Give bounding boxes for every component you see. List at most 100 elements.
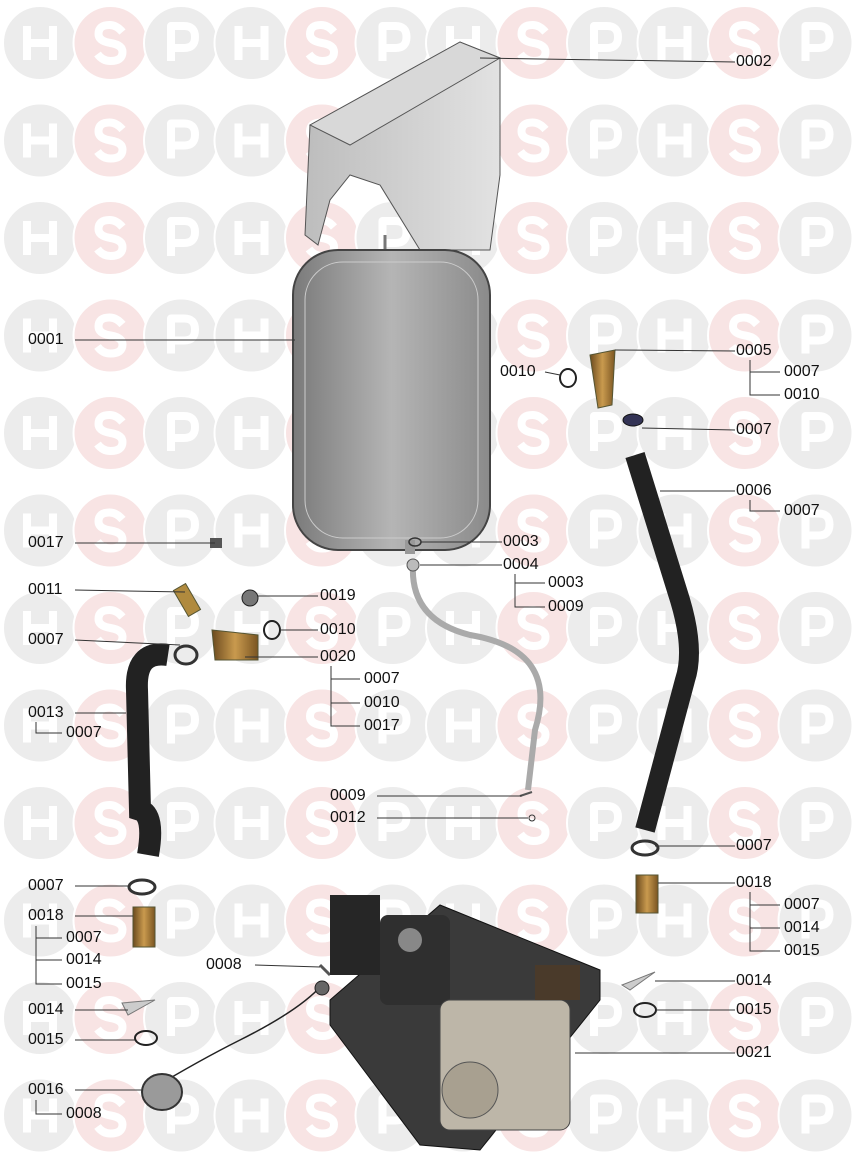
watermark-letter-glyph bbox=[167, 22, 199, 61]
expansion-vessel-part[interactable] bbox=[292, 235, 491, 554]
label-0014[interactable]: 0014 bbox=[28, 1001, 64, 1018]
watermark-letter-glyph bbox=[378, 704, 411, 744]
watermark-letter-glyph bbox=[657, 1098, 692, 1133]
label-0012[interactable]: 0012 bbox=[330, 809, 366, 826]
label-0019[interactable]: 0019 bbox=[320, 587, 356, 604]
watermark-badge bbox=[777, 5, 854, 81]
label-0010[interactable]: 0010 bbox=[320, 621, 356, 638]
watermark-letter-glyph bbox=[234, 806, 269, 840]
label-0008[interactable]: 0008 bbox=[66, 1105, 102, 1122]
label-0018[interactable]: 0018 bbox=[736, 874, 772, 891]
flexible-pipe-part[interactable] bbox=[409, 564, 544, 791]
label-0020[interactable]: 0020 bbox=[320, 648, 356, 665]
watermark-letter-glyph bbox=[94, 508, 127, 553]
label-0006[interactable]: 0006 bbox=[736, 482, 772, 499]
watermark-letter-glyph bbox=[167, 217, 199, 256]
watermark-letter-glyph bbox=[801, 119, 834, 159]
label-0005[interactable]: 0005 bbox=[736, 342, 772, 359]
watermark-letter-glyph bbox=[167, 119, 199, 159]
watermark-letter-glyph bbox=[728, 801, 761, 845]
watermark-letter-glyph bbox=[23, 221, 57, 255]
watermark-letter-glyph bbox=[801, 314, 834, 354]
watermark-letter-glyph bbox=[94, 606, 127, 650]
watermark-letter-glyph bbox=[801, 802, 834, 841]
watermark-letter-glyph bbox=[728, 703, 761, 748]
watermark-badge bbox=[707, 785, 783, 861]
label-0014[interactable]: 0014 bbox=[784, 919, 820, 936]
label-0009[interactable]: 0009 bbox=[330, 787, 366, 804]
watermark-letter-glyph bbox=[728, 606, 761, 650]
label-0015[interactable]: 0015 bbox=[736, 1001, 772, 1018]
watermark-badge bbox=[707, 590, 783, 666]
label-0007[interactable]: 0007 bbox=[736, 837, 772, 854]
watermark-letter-glyph bbox=[305, 703, 338, 748]
watermark-letter-glyph bbox=[94, 216, 127, 260]
watermark-badge bbox=[72, 200, 149, 276]
label-0007[interactable]: 0007 bbox=[66, 724, 102, 741]
watermark-badge bbox=[72, 492, 149, 569]
label-0016[interactable]: 0016 bbox=[28, 1081, 64, 1098]
label-0021[interactable]: 0021 bbox=[736, 1044, 772, 1061]
vessel-cover-part[interactable] bbox=[304, 41, 502, 251]
label-0011[interactable]: 0011 bbox=[28, 581, 63, 598]
watermark-letter-glyph bbox=[234, 903, 269, 938]
hose-left-part[interactable] bbox=[125, 643, 170, 857]
label-0010[interactable]: 0010 bbox=[500, 363, 536, 380]
watermark-badge bbox=[143, 980, 219, 1056]
watermark-badge bbox=[72, 5, 149, 81]
label-0009[interactable]: 0009 bbox=[548, 598, 584, 615]
elbow-fitting-part[interactable] bbox=[559, 349, 644, 427]
fittings-parts bbox=[121, 538, 660, 1046]
watermark-letter-glyph bbox=[728, 411, 761, 455]
watermark-letter-glyph bbox=[94, 898, 127, 943]
label-0008[interactable]: 0008 bbox=[206, 956, 242, 973]
label-0010[interactable]: 0010 bbox=[784, 386, 820, 403]
label-0004[interactable]: 0004 bbox=[503, 556, 539, 573]
label-0007[interactable]: 0007 bbox=[364, 670, 400, 687]
label-0017[interactable]: 0017 bbox=[364, 717, 400, 734]
watermark-badge bbox=[777, 200, 854, 276]
label-0018[interactable]: 0018 bbox=[28, 907, 64, 924]
label-0003[interactable]: 0003 bbox=[503, 533, 539, 550]
label-0015[interactable]: 0015 bbox=[28, 1031, 64, 1048]
label-0003[interactable]: 0003 bbox=[548, 574, 584, 591]
watermark-letter-glyph bbox=[657, 1001, 692, 1035]
watermark-letter-glyph bbox=[234, 1001, 269, 1035]
label-0007[interactable]: 0007 bbox=[28, 631, 64, 648]
label-0007[interactable]: 0007 bbox=[784, 502, 820, 519]
watermark-badge bbox=[777, 687, 854, 764]
label-0007[interactable]: 0007 bbox=[784, 896, 820, 913]
watermark-badge bbox=[2, 297, 78, 374]
label-0007[interactable]: 0007 bbox=[28, 877, 64, 894]
watermark-badge bbox=[495, 5, 572, 81]
watermark-letter-glyph bbox=[94, 996, 127, 1040]
label-0010[interactable]: 0010 bbox=[364, 694, 400, 711]
watermark-letter-glyph bbox=[305, 898, 338, 943]
watermark-letter-glyph bbox=[305, 606, 338, 650]
hose-right-part[interactable] bbox=[625, 452, 699, 833]
watermark-badge bbox=[143, 5, 219, 81]
label-0015[interactable]: 0015 bbox=[784, 942, 820, 959]
label-0007[interactable]: 0007 bbox=[736, 421, 772, 438]
watermark-badge bbox=[495, 395, 572, 471]
watermark-letter-glyph bbox=[728, 216, 761, 260]
label-0014[interactable]: 0014 bbox=[66, 951, 102, 968]
label-0002[interactable]: 0002 bbox=[736, 53, 772, 70]
watermark-badge bbox=[777, 980, 854, 1056]
watermark-letter-glyph bbox=[517, 21, 550, 65]
label-0001[interactable]: 0001 bbox=[28, 331, 64, 348]
label-0014[interactable]: 0014 bbox=[736, 972, 772, 989]
pressure-gauge-part[interactable] bbox=[141, 980, 330, 1111]
label-0007[interactable]: 0007 bbox=[66, 929, 102, 946]
watermark-letter-glyph bbox=[23, 708, 57, 743]
label-0015[interactable]: 0015 bbox=[66, 975, 102, 992]
watermark-letter-glyph bbox=[590, 802, 622, 841]
watermark-letter-glyph bbox=[657, 806, 692, 840]
label-0017[interactable]: 0017 bbox=[28, 534, 64, 551]
label-0007[interactable]: 0007 bbox=[784, 363, 820, 380]
label-0013[interactable]: 0013 bbox=[28, 704, 64, 721]
watermark-badge bbox=[2, 395, 78, 471]
watermark-letter-glyph bbox=[728, 508, 761, 553]
pump-assembly-part[interactable] bbox=[329, 895, 601, 1151]
